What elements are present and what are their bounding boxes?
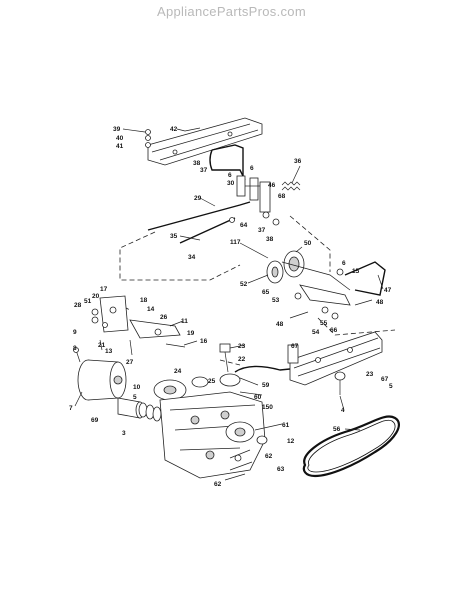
callout-46: 46: [268, 182, 276, 189]
callout-56: 56: [333, 426, 341, 433]
callout-60: 60: [254, 394, 262, 401]
callout-35: 35: [170, 233, 178, 240]
watermark: AppliancePartsPros.com: [157, 4, 306, 19]
callout-47: 47: [384, 287, 392, 294]
callout-67: 67: [291, 343, 299, 350]
callout-50: 50: [304, 240, 312, 247]
lower-frame-bracket: [287, 331, 383, 395]
callout-10: 10: [133, 384, 141, 391]
callout-59: 59: [262, 382, 270, 389]
callout-16: 16: [200, 338, 208, 345]
callout-18: 18: [140, 297, 148, 304]
lift-rod: [209, 144, 246, 181]
callout-22: 22: [238, 356, 246, 363]
shift-lever: [219, 343, 301, 396]
callout-62: 62: [265, 453, 273, 460]
callout-52: 52: [240, 281, 248, 288]
callout-24: 24: [174, 368, 182, 375]
callout-6: 6: [250, 165, 254, 172]
callout-6: 6: [228, 172, 232, 179]
callout-13: 13: [105, 348, 113, 355]
callout-23: 23: [366, 371, 374, 378]
callout-21: 21: [98, 342, 106, 349]
callout-28: 28: [74, 302, 82, 309]
idler-pulley-assembly: [266, 250, 386, 306]
callout-41: 41: [116, 143, 124, 150]
left-linkage-bracket: [91, 295, 186, 356]
callout-9: 9: [73, 329, 77, 336]
callout-61: 61: [282, 422, 290, 429]
callout-40: 40: [116, 135, 124, 142]
callout-7: 7: [69, 405, 73, 412]
callout-29: 29: [194, 195, 202, 202]
callout-labels: 39 42 40 41 38 37 36 6 6 30 46 68 29 64 …: [69, 126, 393, 488]
callout-67: 67: [381, 376, 389, 383]
callout-48: 48: [276, 321, 284, 328]
wheel-hub: [73, 347, 127, 401]
callout-37: 37: [200, 167, 208, 174]
callout-48: 48: [376, 299, 384, 306]
callout-11: 11: [181, 318, 188, 325]
bolts-lower-right: [289, 292, 373, 320]
callout-5: 5: [389, 383, 393, 390]
callout-4: 4: [341, 407, 345, 414]
callout-38: 38: [266, 236, 274, 243]
callout-54: 54: [312, 329, 320, 336]
callout-53: 53: [272, 297, 280, 304]
callout-117: 117: [230, 239, 241, 246]
bellcrank-assembly: [236, 175, 280, 226]
callout-63: 63: [277, 466, 285, 473]
clutch-rod: [147, 201, 251, 244]
callout-62: 62: [214, 481, 222, 488]
callout-26: 26: [160, 314, 168, 321]
callout-27: 27: [126, 359, 134, 366]
callout-6: 6: [342, 260, 346, 267]
callout-55: 55: [320, 320, 328, 327]
callout-25: 25: [208, 378, 216, 385]
input-pulley: [225, 421, 268, 445]
callout-39: 39: [113, 126, 121, 133]
callout-65: 65: [262, 289, 270, 296]
spring: [281, 181, 301, 191]
callout-34: 34: [188, 254, 196, 261]
callout-17: 17: [100, 286, 108, 293]
callout-66: 66: [330, 327, 338, 334]
callout-23: 23: [238, 343, 246, 350]
callout-14: 14: [147, 306, 155, 313]
callout-5: 5: [133, 394, 137, 401]
callout-64: 64: [240, 222, 248, 229]
drive-pulley: [153, 376, 209, 401]
bolt-set-39-41: [145, 129, 151, 148]
callout-69: 69: [91, 417, 99, 424]
callout-8: 8: [73, 345, 77, 352]
callout-38: 38: [193, 160, 201, 167]
v-belt: [302, 415, 400, 478]
lower-bolts: [224, 449, 253, 481]
callout-37: 37: [258, 227, 266, 234]
callout-19: 19: [187, 330, 195, 337]
upper-frame-bracket: [147, 117, 263, 166]
callout-68: 68: [278, 193, 286, 200]
callout-42: 42: [170, 126, 178, 133]
washers: [138, 402, 162, 422]
callout-3: 3: [122, 430, 126, 437]
callout-leaders: [74, 128, 384, 431]
callout-51: 51: [84, 298, 92, 305]
callout-12: 12: [287, 438, 295, 445]
callout-36: 36: [294, 158, 302, 165]
callout-15: 15: [352, 268, 360, 275]
callout-30: 30: [227, 180, 235, 187]
callout-150: 150: [262, 404, 273, 411]
callout-20: 20: [92, 293, 100, 300]
